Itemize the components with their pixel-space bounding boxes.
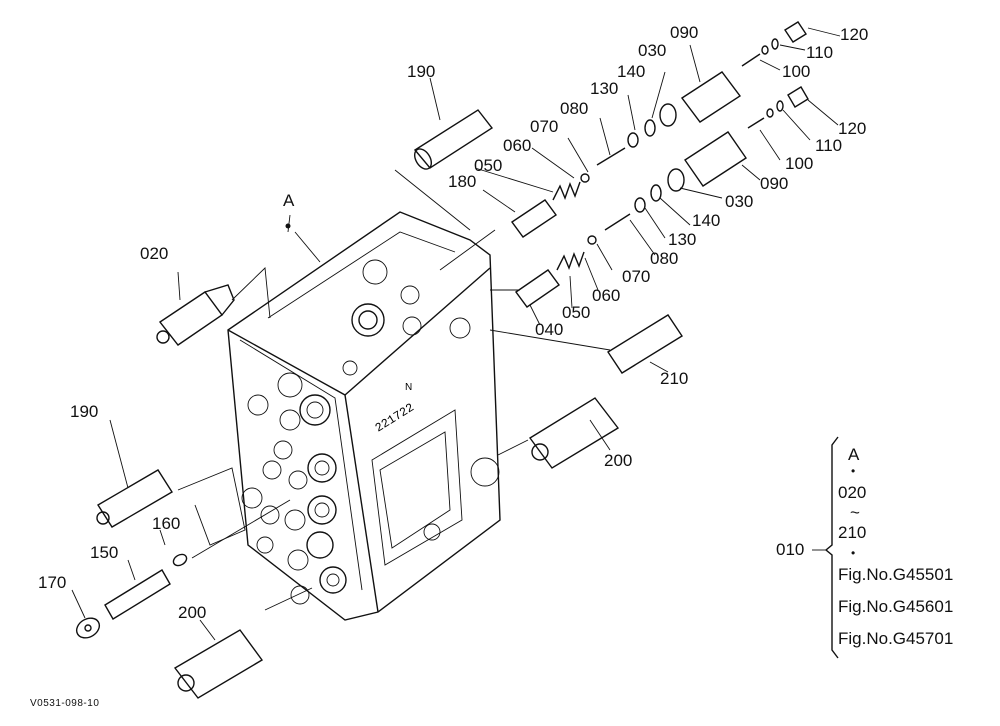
part-100-110-120-upper [741,21,807,67]
callout-060-upper: 060 [503,136,532,155]
legend-assembly: 010 [776,540,805,559]
part-170 [75,617,101,639]
part-200-right [528,397,620,469]
callout-130-lower: 130 [668,230,697,249]
valve-body: 221722 N [227,211,501,621]
ring-parts-lower [587,168,685,245]
callout-030-upper: 030 [638,41,667,60]
part-100-110-120-lower [747,86,809,129]
legend-fig-3: Fig.No.G45701 [838,629,954,648]
legend-ref-a: A [848,445,860,464]
callout-200-right: 200 [604,451,633,470]
callout-140-lower: 140 [692,211,721,230]
legend-dot-2: • [851,546,856,560]
callout-170: 170 [38,573,67,592]
part-210 [607,314,683,374]
spring-050-lower [556,251,585,271]
legend-from: 020 [838,483,867,502]
callout-040: 040 [535,320,564,339]
leader-lines [71,27,841,641]
body-marker-dot [285,223,291,229]
callout-110-lower: 110 [815,136,843,155]
part-200-lower [173,629,264,699]
callout-050-lower: 050 [562,303,591,322]
callout-070-lower: 070 [622,267,651,286]
legend-dot-1: • [851,464,856,478]
callout-190-lower: 190 [70,402,99,421]
callout-180: 180 [448,172,477,191]
legend-bracket [812,436,839,659]
callout-030-lower: 030 [725,192,754,211]
callout-120-upper: 120 [840,25,869,44]
callout-090-lower: 090 [760,174,789,193]
drawing-reference: V0531-098-10 [30,698,100,709]
legend-to: 210 [838,523,867,542]
spring-050-upper [552,181,581,201]
callout-210: 210 [660,369,689,388]
part-150 [104,569,171,620]
callout-020: 020 [140,244,169,263]
callout-080-upper: 080 [560,99,589,118]
callout-090-upper: 090 [670,23,699,42]
legend-fig-1: Fig.No.G45501 [838,565,954,584]
ring-parts-upper [580,103,677,183]
callout-120-lower: 120 [838,119,867,138]
part-020 [156,284,235,346]
part-190-upper [413,109,494,170]
part-040 [515,269,560,308]
part-180 [511,199,557,238]
callout-130-upper: 130 [590,79,619,98]
legend-tilde: ~ [850,503,860,522]
callout-070-upper: 070 [530,117,559,136]
legend-fig-2: Fig.No.G45601 [838,597,954,616]
part-090-upper [680,71,742,123]
callout-060-lower: 060 [592,286,621,305]
callout-080-lower: 080 [650,249,679,268]
callout-160: 160 [152,514,181,533]
callout-140-upper: 140 [617,62,646,81]
part-160 [172,553,188,567]
callout-150: 150 [90,543,119,562]
callout-100-upper: 100 [782,62,811,81]
callout-190-upper: 190 [407,62,436,81]
callout-110-upper: 110 [806,43,834,62]
part-190-lower [96,469,173,528]
body-marker-label: A [283,191,295,210]
callout-100-lower: 100 [785,154,814,173]
svg-text:N: N [405,382,412,393]
part-090-lower [684,131,747,187]
callout-200-lower: 200 [178,603,207,622]
callout-050-upper: 050 [474,156,503,175]
